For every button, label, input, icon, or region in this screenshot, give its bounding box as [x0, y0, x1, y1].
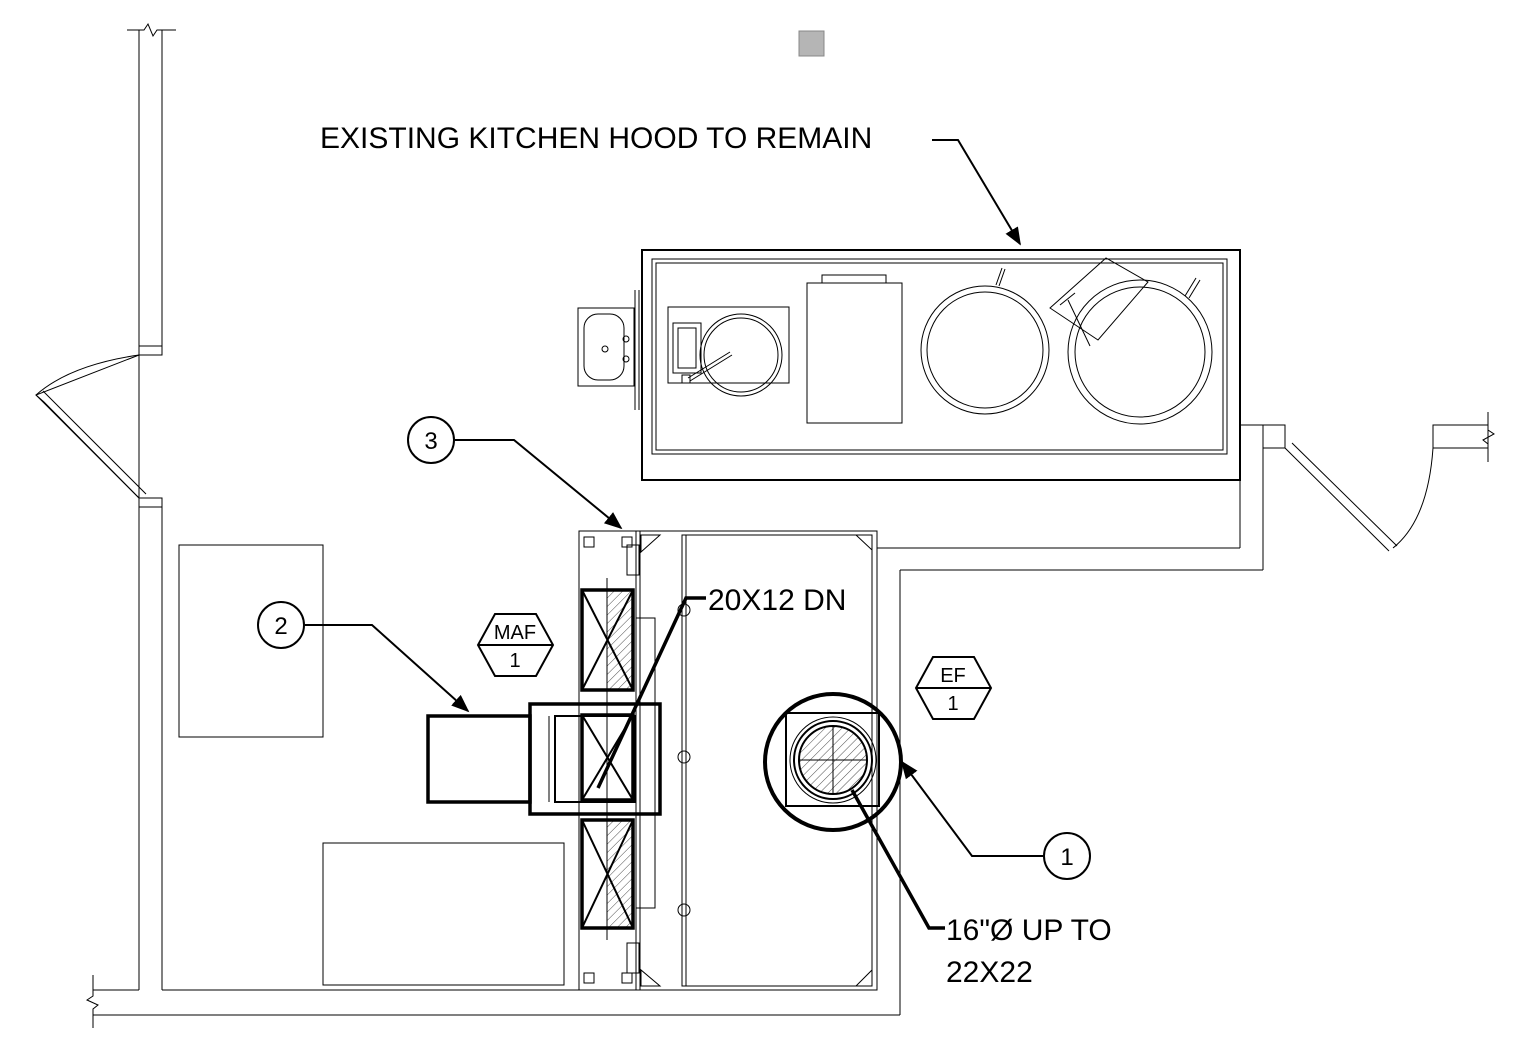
equipment-tag-number: 1 [947, 693, 958, 715]
svg-text:3: 3 [424, 428, 437, 455]
exhaust-fan [763, 692, 903, 832]
duct-up-note-line2: 22X22 [946, 956, 1033, 989]
existing-kitchen-hood [634, 249, 1241, 481]
makeup-air-fan [426, 578, 662, 940]
hand-sink [577, 307, 635, 387]
gray-marker-square [798, 30, 825, 57]
equipment-tag-maf: MAF 1 [476, 613, 555, 677]
svg-text:1: 1 [1060, 844, 1073, 871]
door-right [1284, 442, 1434, 552]
duct-down-note: 20X12 DN [708, 584, 846, 617]
equipment-tag-ef: EF 1 [914, 656, 993, 720]
equipment-box-lower [322, 842, 565, 986]
keynote-3: 3 [407, 416, 455, 464]
range [806, 274, 903, 424]
svg-text:2: 2 [274, 613, 287, 640]
hood-note: EXISTING KITCHEN HOOD TO REMAIN [320, 122, 872, 155]
door-left [35, 354, 147, 500]
duct-up-note-line1: 16"Ø UP TO [946, 914, 1112, 947]
leaders [305, 139, 1043, 930]
equipment-tag-number: 1 [509, 650, 520, 672]
equipment-tag-type: EF [940, 665, 966, 687]
walls [85, 22, 1495, 1028]
kettle-medium [920, 267, 1050, 415]
kettle-large [1049, 257, 1213, 425]
keynote-2: 2 [257, 601, 305, 649]
equipment-tag-type: MAF [494, 622, 536, 644]
keynote-1: 1 [1043, 832, 1091, 880]
equipment-box-upper [178, 544, 324, 738]
kettle-small [667, 306, 790, 397]
